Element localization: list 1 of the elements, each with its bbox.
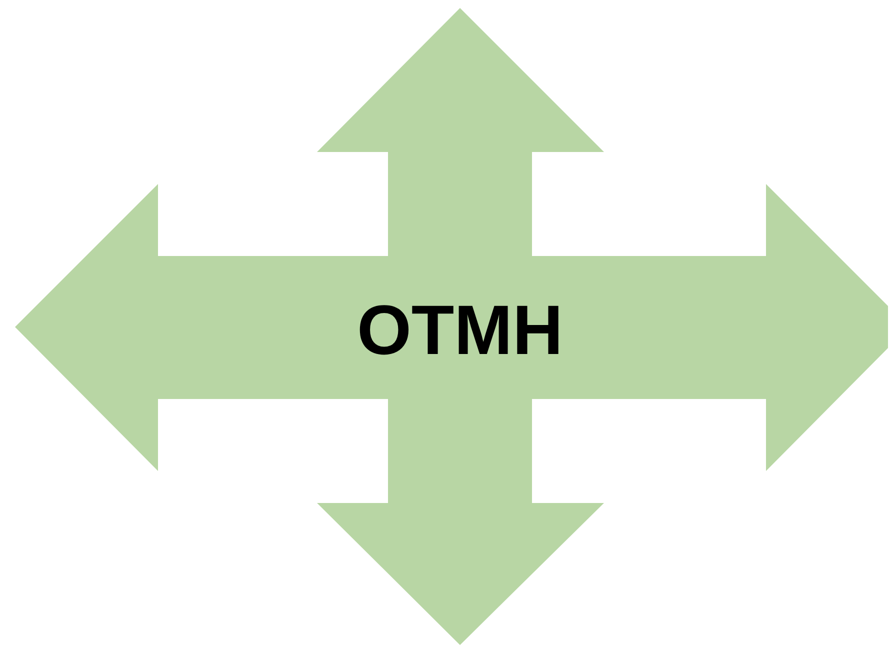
- center-label: OTMH: [356, 290, 564, 371]
